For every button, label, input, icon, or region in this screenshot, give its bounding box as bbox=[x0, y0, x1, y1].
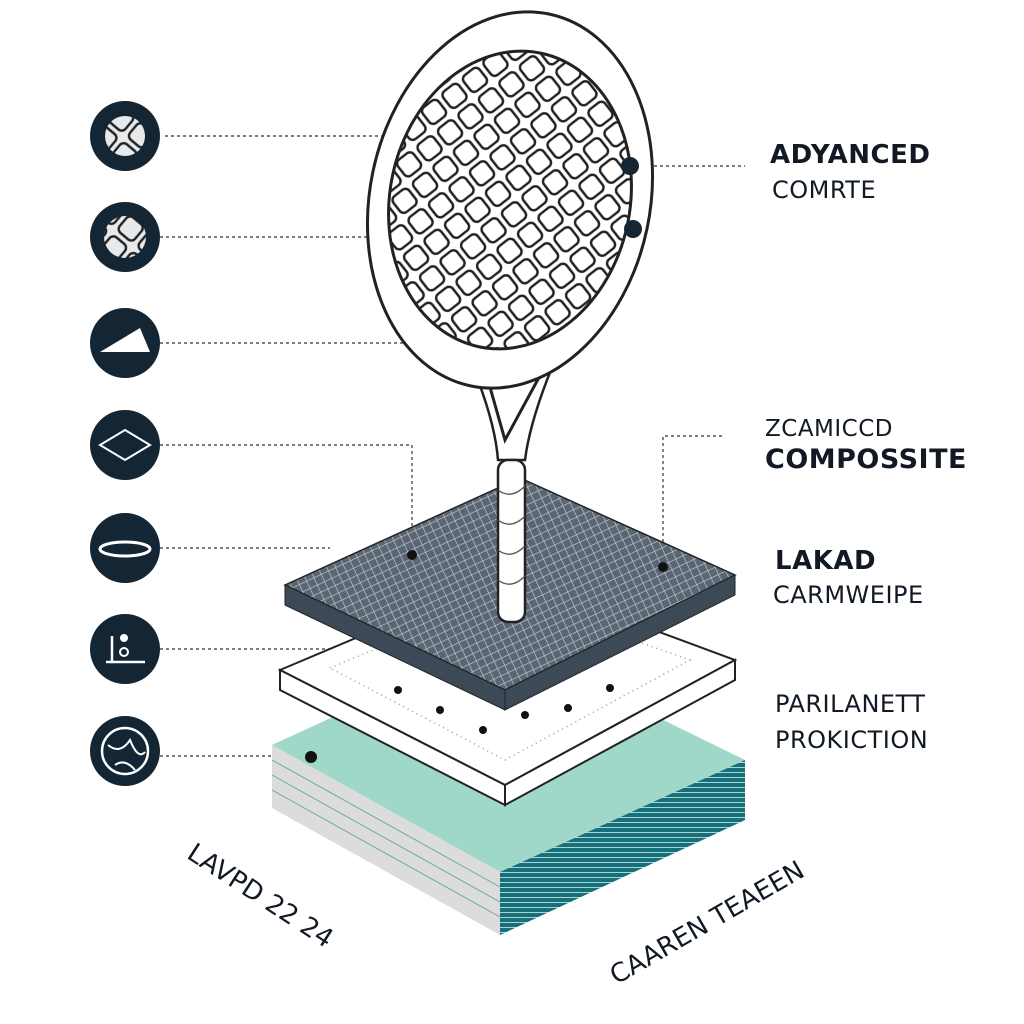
globe-icon bbox=[90, 716, 160, 786]
composite-overline: ZCAMICCD bbox=[765, 416, 894, 442]
layer-subtitle: CARMWEIPE bbox=[773, 581, 924, 609]
racket-title: ADYANCED bbox=[770, 140, 931, 170]
ring-icon bbox=[90, 513, 160, 583]
mesh-icon bbox=[90, 101, 160, 171]
blade-icon bbox=[90, 308, 160, 378]
weave-icon bbox=[90, 202, 160, 272]
leader-lines bbox=[160, 135, 745, 757]
protection-line2: PROKICTION bbox=[775, 726, 929, 754]
composite-title: COMPOSSITE bbox=[765, 444, 967, 475]
layer-title: LAKAD bbox=[775, 546, 877, 576]
racket-subtitle: COMRTE bbox=[772, 176, 877, 204]
racket bbox=[365, 10, 655, 624]
grip-icon bbox=[90, 614, 160, 684]
diamond-icon bbox=[90, 410, 160, 480]
protection-line1: PARILANETT bbox=[775, 690, 926, 718]
icon-column bbox=[90, 101, 160, 786]
